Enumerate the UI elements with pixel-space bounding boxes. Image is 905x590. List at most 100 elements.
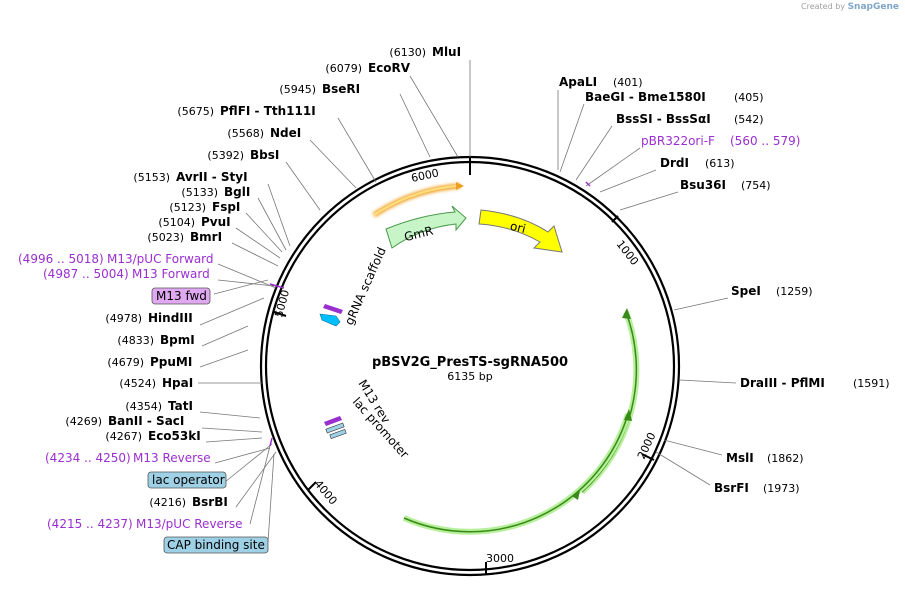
lac-operator-feature — [325, 422, 345, 434]
primer-name: M13 Reverse — [133, 451, 211, 465]
plasmid-size: 6135 bp — [447, 370, 492, 383]
primer-name: M13 Forward — [132, 267, 210, 281]
orf-arc-1 — [579, 310, 640, 495]
m13-fwd-box — [151, 287, 211, 305]
site-name: NdeI — [270, 126, 301, 140]
site-pos: (4833) — [117, 334, 154, 347]
tick-marks — [273, 157, 655, 574]
site-name: BseRI — [322, 82, 360, 96]
lac-operator-label: lac operator — [152, 473, 225, 487]
cap-binding-label: CAP binding site — [167, 538, 265, 552]
site-pos: (5392) — [207, 149, 244, 162]
site-name: FspI — [212, 200, 240, 214]
left-site-labels: (6130) MluI (6079) EcoRV (5945) BseRI (5… — [65, 45, 461, 509]
tick-2000: 2000 — [635, 430, 659, 461]
snapgene-credit: Created by SnapGene — [801, 2, 899, 12]
m13rev-feature — [324, 416, 342, 426]
site-name: AvrII - StyI — [176, 170, 248, 184]
primer-name: pBR322ori-F — [641, 134, 715, 148]
site-pos: (4354) — [125, 400, 162, 413]
site-name: ApaLI — [559, 75, 597, 89]
orf-arc-2 — [402, 413, 631, 535]
site-name: BanII - SacI — [108, 414, 184, 428]
leader-lines — [198, 60, 737, 543]
site-name: SpeI — [731, 284, 761, 298]
cap-binding-box — [163, 536, 269, 554]
site-pos: (401) — [613, 76, 643, 89]
site-pos: (5153) — [133, 171, 170, 184]
site-name: TatI — [168, 399, 193, 413]
gmr-label: GmR — [403, 223, 435, 244]
site-name: PvuI — [201, 215, 231, 229]
site-name: PpuMI — [150, 355, 192, 369]
ori-feature — [478, 209, 563, 253]
primer-pos: (4987 .. 5004) — [43, 267, 129, 281]
cap-site-feature — [329, 428, 347, 440]
site-pos: (6130) — [389, 46, 426, 59]
site-pos: (1973) — [763, 482, 800, 495]
site-pos: (6079) — [325, 62, 362, 75]
plasmid-name: pBSV2G_PresTS-sgRNA500 — [372, 355, 568, 370]
site-name: BsrFI — [714, 481, 749, 495]
site-pos: (405) — [734, 91, 764, 104]
site-pos: (4269) — [65, 415, 102, 428]
site-pos: (5568) — [227, 127, 264, 140]
boxed-feature-labels: M13 fwd lac operator CAP binding site — [147, 287, 269, 554]
site-pos: (1591) — [853, 377, 890, 390]
site-pos: (754) — [741, 179, 771, 192]
site-name: EcoRV — [368, 61, 411, 75]
grna-scaffold-feature — [323, 304, 343, 314]
site-pos: (1259) — [776, 285, 813, 298]
primer-name: M13/pUC Forward — [107, 252, 214, 266]
m13-fwd-label: M13 fwd — [156, 289, 207, 303]
primer-pos: (4234 .. 4250) — [45, 451, 131, 465]
primer-labels: (4996 .. 5018) M13/pUC Forward (4987 .. … — [18, 134, 800, 531]
site-pos: (613) — [705, 157, 735, 170]
site-name: DraIII - PflMI — [740, 376, 825, 390]
site-pos: (1862) — [767, 452, 804, 465]
primer-markers — [269, 181, 591, 447]
primer-pos: (4215 .. 4237) — [47, 517, 133, 531]
site-name: BbsI — [250, 148, 279, 162]
site-name: DrdI — [660, 156, 689, 170]
site-name: Eco53kI — [148, 429, 201, 443]
site-name: MslI — [726, 451, 754, 465]
credit-prefix: Created by — [801, 2, 846, 11]
site-name: BaeGI - Bme1580I — [585, 90, 706, 104]
site-name: BpmI — [160, 333, 195, 347]
site-name: MluI — [432, 45, 461, 59]
site-pos: (5023) — [147, 231, 184, 244]
ori-label: ori — [509, 219, 528, 236]
gmr-feature — [385, 205, 467, 249]
site-pos: (4679) — [107, 356, 144, 369]
site-name: BssSI - BssSαI — [616, 112, 711, 126]
lac-operator-box — [147, 471, 227, 489]
site-pos: (4978) — [105, 312, 142, 325]
site-pos: (542) — [734, 113, 764, 126]
tick-1000: 1000 — [614, 238, 641, 268]
primer-pos: (4996 .. 5018) — [18, 252, 104, 266]
site-pos: (4524) — [119, 377, 156, 390]
primer-pos: (560 .. 579) — [730, 134, 800, 148]
site-pos: (5133) — [181, 186, 218, 199]
site-pos: (5104) — [158, 216, 195, 229]
site-pos: (4267) — [105, 430, 142, 443]
site-name: PflFI - Tth111I — [220, 104, 316, 118]
site-name: BsrBI — [192, 495, 228, 509]
site-pos: (5123) — [169, 201, 206, 214]
orf-outer-arc — [372, 183, 461, 218]
right-site-labels: ApaLI (401) BaeGI - Bme1580I (405) BssSI… — [559, 75, 890, 495]
site-name: HindIII — [148, 311, 193, 325]
tick-4000: 4000 — [312, 478, 340, 508]
tick-3000: 3000 — [486, 552, 514, 565]
tick-6000: 6000 — [410, 166, 440, 185]
site-name: HpaI — [162, 376, 193, 390]
grna-scaffold-label: gRNA scaffold — [342, 245, 389, 327]
primer-name: M13/pUC Reverse — [136, 517, 243, 531]
site-name: Bsu36I — [680, 178, 726, 192]
site-pos: (5945) — [279, 83, 316, 96]
site-name: BglI — [224, 185, 250, 199]
snapgene-brand: SnapGene — [847, 2, 899, 12]
site-pos: (5675) — [177, 105, 214, 118]
